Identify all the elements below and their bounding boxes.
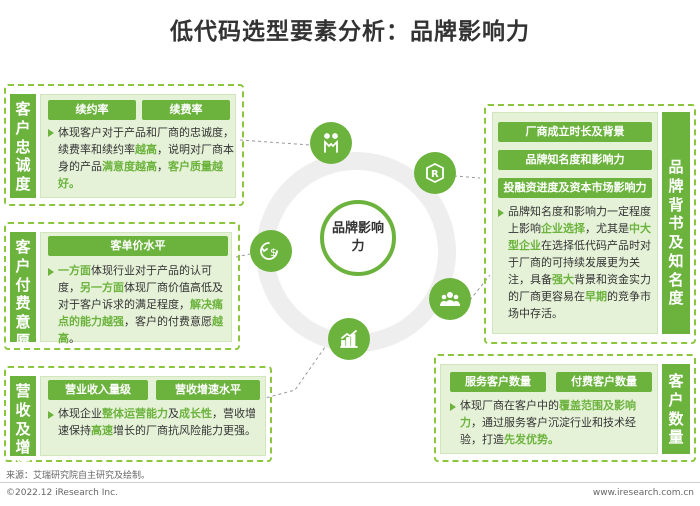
highlight-text: 客户质量越好。 <box>58 160 223 191</box>
svg-text:$: $ <box>270 246 277 259</box>
label-customer-count: 客户数量 <box>662 364 690 454</box>
tag-founding-background: 厂商成立时长及背景 <box>498 122 652 142</box>
label-brand-endorsement: 品牌背书及知名度 <box>662 112 690 334</box>
tag-growth-level: 营收增速水平 <box>156 380 260 400</box>
label-payment-willingness: 客户付费意愿 <box>10 232 36 350</box>
highlight-text: 解决痛点的能力越强 <box>58 298 223 329</box>
source-note: 来源：艾瑞研究院自主研究及绘制。 <box>6 471 151 481</box>
highlight-text: 早期 <box>585 290 607 304</box>
body-text: ，尤其是 <box>585 222 629 236</box>
desc-customer-loyalty: 体现客户对于产品和厂商的忠诚度，续费率和续约率越高，说明对厂商本身的产品满意度越… <box>58 124 234 192</box>
body-text: ，通过服务客户沉淀行业和技术经验，打造 <box>460 416 636 447</box>
body-text: 背景和资金实力的厂商更容易在 <box>508 273 651 304</box>
page-title: 低代码选型要素分析：品牌影响力 <box>170 19 530 45</box>
website: www.iresearch.com.cn <box>592 488 694 498</box>
highlight-text: 满意度越高 <box>102 160 157 174</box>
label-customer-loyalty: 客户忠诚度 <box>10 94 36 198</box>
desc-payment-willingness: 一方面体现行业对于产品的认可度，另一方面体现厂商价值高低及对于客户诉求的满足程度… <box>58 262 230 347</box>
body-text: ，营收增速保持 <box>58 407 256 438</box>
tag-paying-customers: 付费客户数量 <box>556 372 652 392</box>
body-text: 体现企业 <box>58 407 102 420</box>
body-text: 体现厂商价值高低及对于客户诉求的满足程度， <box>58 281 223 312</box>
body-text: ，说明对厂商本身的产品 <box>58 143 234 174</box>
desc-customer-count: 体现厂商在客户中的覆盖范围及影响力，通过服务客户沉淀行业和技术经验，打造先发优势… <box>460 397 656 448</box>
bullet-arrow-icon <box>48 411 54 419</box>
highlight-text: 越高 <box>58 315 223 346</box>
bullet-arrow-icon <box>48 268 54 276</box>
body-text: 品牌知名度和影响力一定程度上影响 <box>508 205 651 236</box>
tag-served-customers: 服务客户数量 <box>450 372 546 392</box>
tag-repurchase-rate: 续费率 <box>142 100 230 120</box>
tag-renewal-rate: 续约率 <box>48 100 136 120</box>
loyalty-handshake-icon <box>310 122 352 164</box>
desc-revenue-growth: 体现企业整体运营能力及成长性，营收增速保持高速增长的厂商抗风险能力更强。 <box>58 405 264 439</box>
svg-text:R: R <box>431 169 439 180</box>
highlight-text: 企业选择 <box>541 222 585 236</box>
highlight-text: 另一方面 <box>80 281 124 295</box>
copyright: ©2022.12 iResearch Inc. <box>6 488 118 498</box>
body-text: 体现客户对于产品和厂商的忠诚度，续费率和续约率 <box>58 126 234 157</box>
desc-brand-endorsement: 品牌知名度和影响力一定程度上影响企业选择，尤其是中大型企业在选择低代码产品时对于… <box>508 203 656 322</box>
body-text: 增长的厂商抗风险能力更强。 <box>113 424 256 438</box>
body-text: 在选择低代码产品时对于厂商的可持续发展更为关注，具备 <box>508 239 651 287</box>
body-text: 的竞争市场中存活。 <box>508 290 651 321</box>
bullet-arrow-icon <box>48 129 54 137</box>
brand-r-icon: R <box>414 152 456 194</box>
tag-brand-awareness: 品牌知名度和影响力 <box>498 150 652 170</box>
tag-financing-progress: 投融资进度及资本市场影响力 <box>498 178 652 198</box>
payment-dollar-icon: $ <box>250 230 292 272</box>
center-label: 品牌影响力 <box>320 200 396 276</box>
tag-unit-price: 客单价水平 <box>48 236 228 256</box>
bullet-arrow-icon <box>450 403 456 411</box>
customers-group-icon <box>429 278 471 320</box>
tag-revenue-scale: 营业收入量级 <box>48 380 148 400</box>
highlight-text: 越高 <box>135 143 157 157</box>
highlight-text: 覆盖范围及影响力 <box>460 399 636 430</box>
body-text: ， <box>157 160 168 174</box>
highlight-text: 一方面 <box>58 264 91 277</box>
footer-divider <box>0 482 700 483</box>
growth-chart-icon <box>328 318 370 360</box>
highlight-text: 中大型企业 <box>508 222 651 253</box>
body-text: 体现厂商在客户中的 <box>460 399 559 412</box>
highlight-text: 高速 <box>91 424 113 438</box>
body-text: 及 <box>168 407 179 420</box>
body-text: ，客户的付费意愿 <box>124 315 212 329</box>
body-text: 。 <box>69 332 80 346</box>
label-revenue-growth: 营收及增速 <box>10 376 36 475</box>
bullet-arrow-icon <box>498 209 504 217</box>
highlight-text: 整体运营能力 <box>102 407 168 420</box>
highlight-text: 强大 <box>552 273 574 287</box>
highlight-text: 成长性 <box>179 407 212 420</box>
body-text: 体现行业对于产品的认可度， <box>58 264 212 295</box>
highlight-text: 先发优势。 <box>504 433 559 447</box>
